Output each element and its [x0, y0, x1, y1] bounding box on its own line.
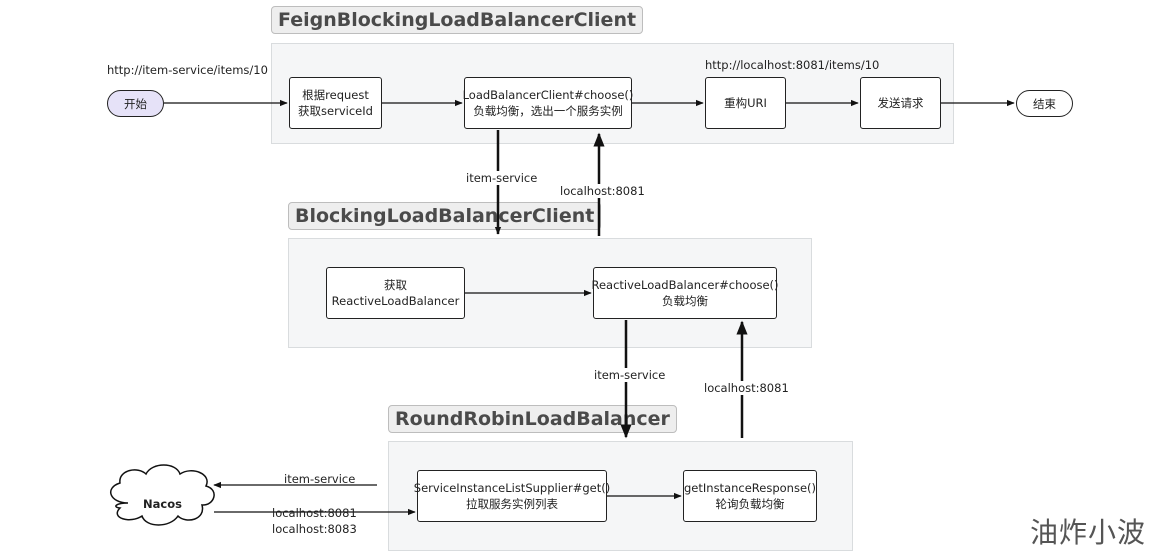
nacos-cloud-shape	[110, 464, 215, 526]
url-out-label: http://localhost:8081/items/10	[705, 58, 880, 72]
lb-choose-line1: LoadBalancerClient#choose()	[462, 88, 634, 102]
get-reactive-lb-line1: 获取	[384, 278, 407, 292]
start-node: 开始	[107, 90, 164, 117]
get-service-id-node: 根据request 获取serviceId	[289, 77, 382, 129]
service-down-2-label: item-service	[594, 368, 666, 382]
service-down-1-label: item-service	[466, 171, 538, 185]
lb-choose-line2: 负载均衡，选出一个服务实例	[473, 104, 623, 118]
lb-choose-node: LoadBalancerClient#choose() 负载均衡，选出一个服务实…	[462, 77, 634, 129]
send-request-node: 发送请求	[860, 77, 941, 129]
supplier-get-node: ServiceInstanceListSupplier#get() 拉取服务实例…	[413, 470, 611, 522]
get-instance-response-node: getInstanceResponse() 轮询负载均衡	[683, 470, 817, 522]
supplier-get-line2: 拉取服务实例列表	[466, 497, 558, 511]
nacos-label: Nacos	[143, 497, 182, 511]
get-reactive-lb-line2: ReactiveLoadBalancer	[331, 294, 460, 308]
supplier-get-line1: ServiceInstanceListSupplier#get()	[413, 481, 611, 495]
get-instance-response-line2: 轮询负载均衡	[715, 497, 785, 511]
rebuild-uri-label: 重构URI	[724, 96, 767, 110]
reactive-choose-line1: ReactiveLoadBalancer#choose()	[591, 278, 779, 292]
get-reactive-lb-node: 获取 ReactiveLoadBalancer	[326, 267, 465, 319]
get-service-id-line2: 获取serviceId	[298, 104, 373, 118]
get-service-id-line1: 根据request	[302, 88, 369, 102]
blocking-group-title: BlockingLoadBalancerClient	[288, 202, 602, 230]
roundrobin-group-title: RoundRobinLoadBalancer	[388, 405, 677, 433]
watermark: 油炸小波	[1029, 516, 1146, 549]
get-instance-response-line1: getInstanceResponse()	[684, 481, 817, 495]
feign-group-title: FeignBlockingLoadBalancerClient	[271, 6, 644, 34]
host-up-2-label: localhost:8081	[704, 381, 789, 395]
url-in-label: http://item-service/items/10	[107, 63, 268, 77]
host-up-1-label: localhost:8081	[560, 184, 645, 198]
service-to-nacos-label: item-service	[284, 472, 356, 486]
send-request-label: 发送请求	[877, 96, 924, 110]
nacos-host-2-label: localhost:8083	[272, 522, 357, 536]
end-node: 结束	[1016, 90, 1073, 117]
reactive-choose-node: ReactiveLoadBalancer#choose() 负载均衡	[591, 267, 779, 319]
rebuild-uri-node: 重构URI	[705, 77, 786, 129]
nacos-host-1-label: localhost:8081	[272, 506, 357, 520]
reactive-choose-line2: 负载均衡	[662, 294, 708, 308]
